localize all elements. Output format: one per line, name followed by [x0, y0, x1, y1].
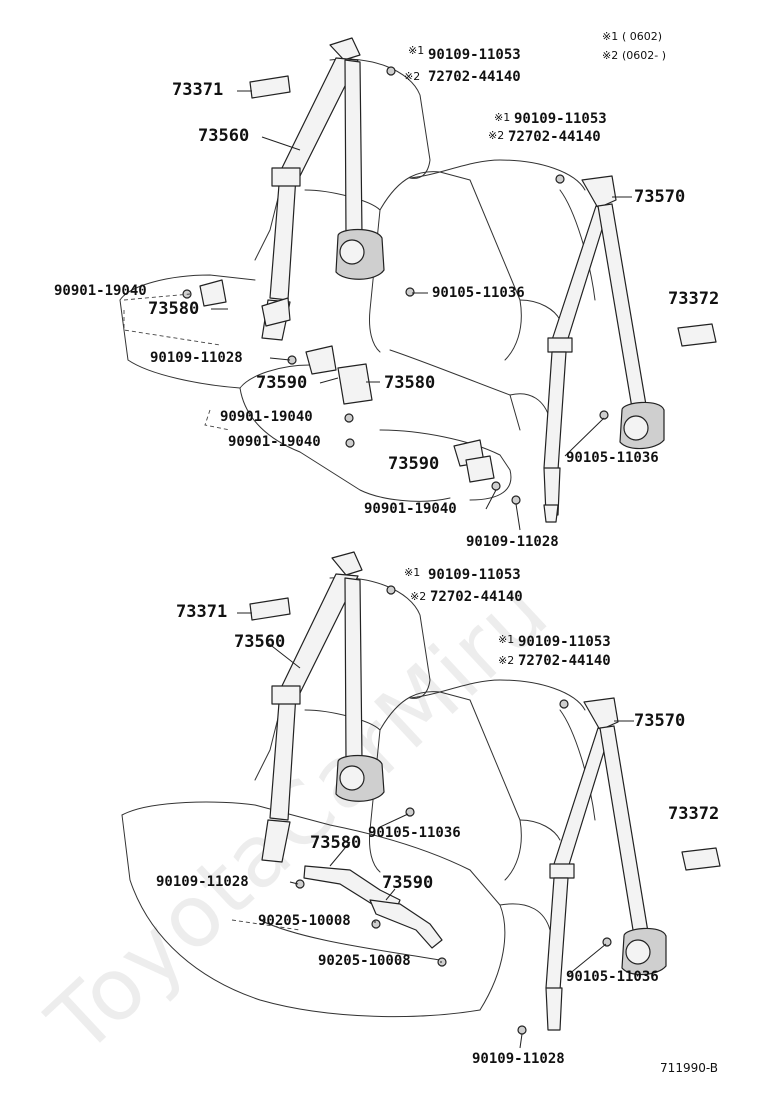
upper-mark-1-b: ※1	[494, 111, 511, 124]
upper-label-90901-19040-b[interactable]: 90901-19040	[220, 409, 313, 425]
upper-label-90109-11028-a[interactable]: 90109-11028	[150, 350, 243, 366]
lower-label-73560[interactable]: 73560	[234, 632, 286, 652]
lower-leader-lines	[231, 612, 634, 1049]
upper-label-73590-b[interactable]: 73590	[388, 454, 440, 474]
upper-label-90109-11028-b[interactable]: 90109-11028	[466, 534, 559, 550]
upper-label-90901-19040-a[interactable]: 90901-19040	[54, 283, 147, 299]
lower-left-belt	[261, 551, 385, 863]
upper-leader-lines	[123, 90, 632, 531]
upper-label-72702-44140-b[interactable]: 72702-44140	[508, 129, 601, 145]
upper-label-73580-a[interactable]: 73580	[148, 299, 200, 319]
lower-label-73590[interactable]: 73590	[382, 873, 434, 893]
lower-label-90105-11036-a[interactable]: 90105-11036	[368, 825, 461, 841]
upper-label-73560[interactable]: 73560	[198, 126, 250, 146]
lower-label-72702-44140-a[interactable]: 72702-44140	[430, 589, 523, 605]
legend-range-1: ( 0602)	[622, 30, 663, 43]
upper-label-90105-11036-a[interactable]: 90105-11036	[432, 285, 525, 301]
lower-mark-1-b: ※1	[498, 633, 515, 646]
lower-label-90205-10008-b[interactable]: 90205-10008	[318, 953, 411, 969]
upper-right-belt	[543, 175, 665, 523]
lower-label-90205-10008-a[interactable]: 90205-10008	[258, 913, 351, 929]
upper-label-73372[interactable]: 73372	[668, 289, 720, 309]
upper-label-90109-11053-b[interactable]: 90109-11053	[514, 111, 607, 127]
upper-mark-2-b: ※2	[488, 129, 505, 142]
upper-small-parts	[182, 66, 717, 505]
lower-label-72702-44140-b[interactable]: 72702-44140	[518, 653, 611, 669]
lower-label-90109-11028-b[interactable]: 90109-11028	[472, 1051, 565, 1067]
legend-mark-1: ※1	[602, 30, 619, 43]
upper-label-90105-11036-b[interactable]: 90105-11036	[566, 450, 659, 466]
lower-mark-2-b: ※2	[498, 654, 515, 667]
upper-label-73371[interactable]: 73371	[172, 80, 224, 100]
figure-id: 711990-B	[660, 1061, 718, 1075]
upper-mark-1-a: ※1	[408, 44, 425, 57]
upper-label-73570[interactable]: 73570	[634, 187, 686, 207]
lower-label-73580[interactable]: 73580	[310, 833, 362, 853]
lower-label-90105-11036-b[interactable]: 90105-11036	[566, 969, 659, 985]
lower-label-73570[interactable]: 73570	[634, 711, 686, 731]
upper-label-90901-19040-d[interactable]: 90901-19040	[364, 501, 457, 517]
upper-label-73590-a[interactable]: 73590	[256, 373, 308, 393]
upper-label-90109-11053-a[interactable]: 90109-11053	[428, 47, 521, 63]
upper-label-90901-19040-c[interactable]: 90901-19040	[228, 434, 321, 450]
lower-label-73371[interactable]: 73371	[176, 602, 228, 622]
legend-mark-2: ※2	[602, 49, 619, 62]
lower-label-73372[interactable]: 73372	[668, 804, 720, 824]
lower-small-parts	[249, 585, 721, 1035]
legend-range-2: (0602- )	[622, 49, 667, 62]
upper-mark-2-a: ※2	[404, 70, 421, 83]
lower-right-belt	[545, 697, 667, 1031]
upper-label-72702-44140-a[interactable]: 72702-44140	[428, 69, 521, 85]
lower-label-90109-11053-a[interactable]: 90109-11053	[428, 567, 521, 583]
lower-label-90109-11053-b[interactable]: 90109-11053	[518, 634, 611, 650]
lower-mark-2-a: ※2	[410, 590, 427, 603]
lower-seat-outline	[121, 577, 596, 1018]
lower-label-90109-11028-a[interactable]: 90109-11028	[156, 874, 249, 890]
upper-label-73580-b[interactable]: 73580	[384, 373, 436, 393]
lower-mark-1-a: ※1	[404, 566, 421, 579]
